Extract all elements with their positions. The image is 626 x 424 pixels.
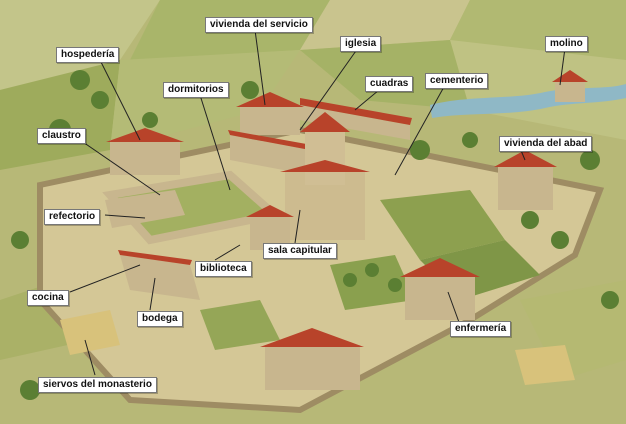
label-cementerio: cementerio — [425, 73, 489, 89]
trees — [11, 70, 619, 400]
label-claustro: claustro — [37, 128, 86, 144]
label-sala-capitular: sala capitular — [263, 243, 337, 259]
label-vivienda-del-servicio: vivienda del servicio — [205, 17, 313, 33]
label-cocina: cocina — [27, 290, 69, 306]
label-biblioteca: biblioteca — [195, 261, 252, 277]
crop-fields — [0, 0, 626, 360]
label-bodega: bodega — [137, 311, 183, 327]
label-vivienda-del-abad: vivienda del abad — [499, 136, 593, 152]
label-enfermeria: enfermería — [450, 321, 512, 337]
label-dormitorios: dormitorios — [163, 82, 229, 98]
label-iglesia: iglesia — [340, 36, 382, 52]
label-hospederia: hospedería — [56, 47, 120, 63]
label-refectorio: refectorio — [44, 209, 101, 225]
buildings — [60, 70, 588, 390]
leader-lines — [69, 29, 566, 376]
label-cuadras: cuadras — [365, 76, 414, 92]
label-siervos-del-monasterio: siervos del monasterio — [38, 377, 157, 393]
label-molino: molino — [545, 36, 588, 52]
